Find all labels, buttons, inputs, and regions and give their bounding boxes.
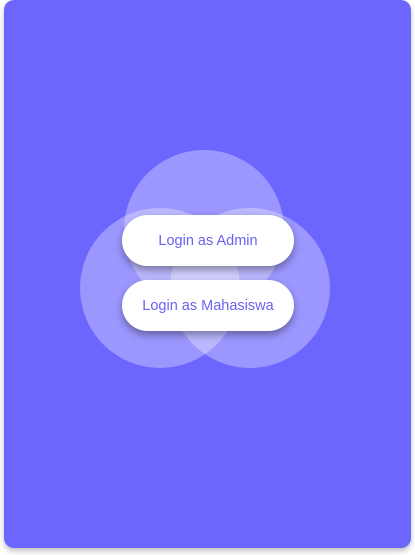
login-admin-button[interactable]: Login as Admin [122,215,294,266]
login-card: Login as Admin Login as Mahasiswa [4,0,411,548]
login-mahasiswa-label: Login as Mahasiswa [142,297,274,314]
login-admin-label: Login as Admin [158,232,258,249]
login-mahasiswa-button[interactable]: Login as Mahasiswa [122,280,294,331]
